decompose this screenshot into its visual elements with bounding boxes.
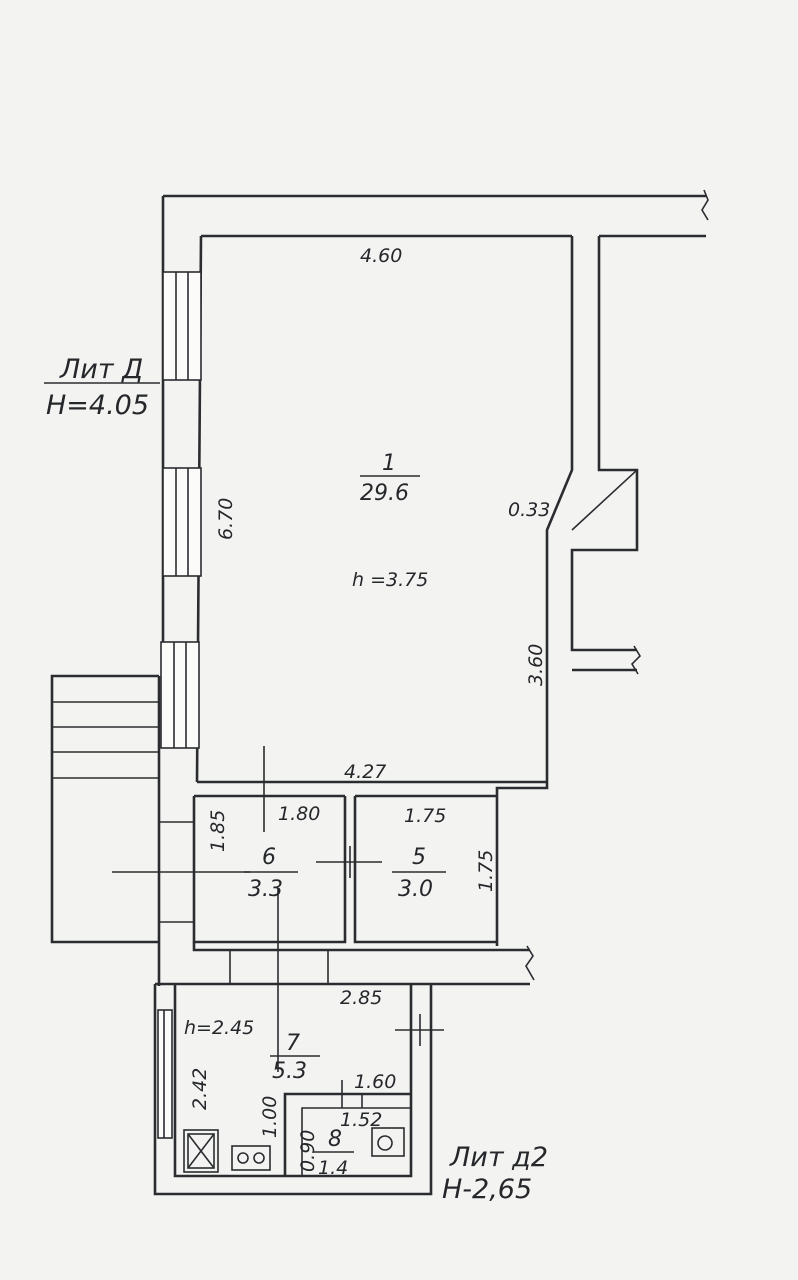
dim-room1-top: 4.60 — [360, 245, 402, 267]
windows-left-wall — [160, 271, 202, 749]
dim-room7-width: 2.85 — [340, 987, 382, 1009]
legend-annex-name: Лит д2 — [449, 1142, 548, 1173]
dim-room8-height: 0.90 — [297, 1130, 319, 1172]
entrance-stairs — [50, 674, 194, 986]
stove-icon — [183, 1129, 219, 1173]
room-8-number: 8 — [328, 1127, 342, 1152]
dim-room6-height: 1.85 — [207, 810, 229, 852]
toilet-icon — [371, 1127, 405, 1157]
room-8-label: 8 1.4 — [314, 1127, 354, 1179]
room-1-label: 1 29.6 h =3.75 — [352, 451, 428, 591]
dim-room5-height: 1.75 — [475, 850, 497, 892]
room-1-number: 1 — [382, 451, 396, 476]
room-6-label: 6 3.3 — [244, 845, 298, 902]
dim-room7-inner: 1.00 — [259, 1096, 281, 1138]
dim-room8-inner: 1.52 — [340, 1109, 382, 1131]
room-7-area: 5.3 — [272, 1059, 307, 1084]
annex-walls — [153, 984, 444, 1196]
dim-niche: 0.33 — [508, 499, 550, 521]
dimensions: 4.60 6.70 0.33 3.60 4.27 1.80 1.85 1.75 … — [189, 245, 550, 1172]
legend-annex-height: Н-2,65 — [442, 1174, 532, 1205]
outer-walls — [161, 189, 709, 946]
dim-room8-top: 1.60 — [354, 1071, 396, 1093]
room-1-ceiling: h =3.75 — [352, 569, 428, 591]
room-5-label: 5 3.0 — [392, 845, 446, 902]
rooms-6-5-walls — [112, 746, 547, 1072]
legend-main: Лит Д Н=4.05 — [44, 354, 160, 421]
dim-room7-height: 2.42 — [189, 1068, 211, 1110]
dim-room1-left: 6.70 — [215, 498, 237, 540]
legend-main-height: Н=4.05 — [46, 390, 149, 421]
room-7-label: h=2.45 7 5.3 — [184, 1017, 320, 1084]
room-6-area: 3.3 — [248, 877, 283, 902]
room-5-number: 5 — [412, 845, 426, 870]
gas-cooker-icon — [231, 1145, 271, 1171]
legend-main-name: Лит Д — [59, 354, 143, 385]
dim-room5-width: 1.75 — [404, 805, 446, 827]
dim-room6-width: 1.80 — [278, 803, 320, 825]
room-1-area: 29.6 — [360, 481, 409, 506]
room-7-ceiling: h=2.45 — [184, 1017, 254, 1039]
room-5-area: 3.0 — [398, 877, 433, 902]
room-6-number: 6 — [262, 845, 276, 870]
room-7-number: 7 — [286, 1031, 300, 1056]
dim-room1-right: 3.60 — [525, 644, 547, 686]
dim-room1-bottom: 4.27 — [344, 761, 386, 783]
legend-annex: Лит д2 Н-2,65 — [442, 1142, 548, 1205]
room-8-area: 1.4 — [318, 1157, 348, 1179]
